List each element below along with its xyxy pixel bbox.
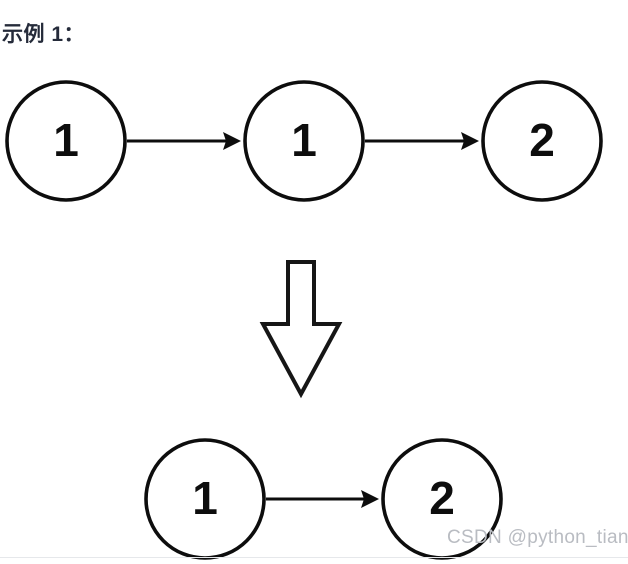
- node-before-1: 1: [243, 80, 365, 202]
- edge-after-0: [266, 490, 379, 508]
- node-value: 1: [291, 114, 317, 166]
- down-block-arrow-icon: [259, 260, 343, 399]
- page-title: 示例 1：: [2, 23, 86, 46]
- arrowhead-icon: [361, 490, 379, 508]
- edge-before-0: [127, 132, 241, 150]
- node-before-0: 1: [5, 80, 127, 202]
- node-circle: [381, 438, 503, 560]
- node-value: 1: [53, 114, 79, 166]
- before-list-group: 1 1 2: [5, 80, 603, 202]
- node-value: 2: [429, 472, 455, 524]
- after-list-group: 1 2: [144, 438, 503, 560]
- node-after-1: 2: [381, 438, 503, 560]
- transform-arrow-group: [259, 260, 343, 399]
- arrowhead-icon: [461, 132, 479, 150]
- bottom-divider: [0, 557, 628, 558]
- node-circle: [481, 80, 603, 202]
- node-circle: [144, 438, 266, 560]
- node-circle: [5, 80, 127, 202]
- node-after-0: 1: [144, 438, 266, 560]
- arrowhead-icon: [223, 132, 241, 150]
- node-value: 1: [192, 472, 218, 524]
- node-circle: [243, 80, 365, 202]
- watermark: CSDN @python_tian: [447, 527, 628, 548]
- edge-before-1: [365, 132, 479, 150]
- node-before-2: 2: [481, 80, 603, 202]
- node-value: 2: [529, 114, 555, 166]
